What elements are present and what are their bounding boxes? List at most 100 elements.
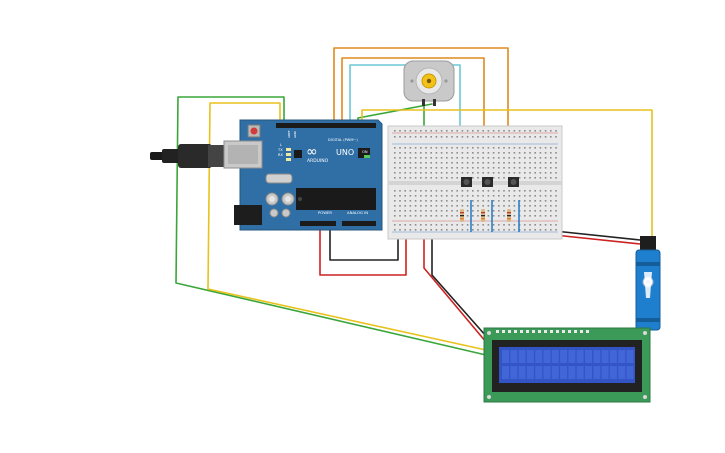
power-header[interactable] bbox=[300, 221, 336, 226]
breadboard-hole bbox=[539, 172, 542, 174]
breadboard-hole bbox=[430, 215, 432, 217]
breadboard-hole bbox=[492, 215, 495, 217]
breadboard-hole bbox=[461, 195, 464, 197]
breadboard-hole bbox=[498, 152, 500, 154]
breadboard-hole bbox=[430, 162, 432, 164]
breadboard-hole bbox=[508, 200, 510, 202]
pushbutton-3[interactable] bbox=[508, 177, 519, 187]
breadboard-hole bbox=[451, 210, 453, 212]
lcd-pin-header bbox=[496, 330, 589, 333]
breadboard-hole bbox=[472, 147, 474, 149]
dc-jack[interactable] bbox=[234, 205, 262, 225]
breadboard-hole bbox=[420, 224, 422, 226]
digital-header[interactable] bbox=[276, 123, 376, 128]
arduino-uno-board[interactable]: ∞ ARDUINO UNO DIGITAL (PWM~) POWER ANALO… bbox=[150, 119, 383, 231]
breadboard-hole bbox=[414, 229, 417, 231]
breadboard-hole bbox=[404, 215, 406, 217]
breadboard-hole bbox=[430, 210, 432, 212]
lcd-cell bbox=[568, 350, 576, 363]
resistor-1[interactable] bbox=[460, 209, 464, 222]
pushbutton-icon bbox=[484, 179, 491, 185]
breadboard-hole bbox=[534, 152, 536, 154]
breadboard-hole bbox=[487, 205, 490, 207]
breadboard-hole bbox=[529, 200, 531, 202]
breadboard-hole bbox=[477, 210, 479, 212]
breadboard-hole bbox=[539, 177, 542, 179]
breadboard-hole bbox=[534, 157, 536, 159]
breadboard-hole bbox=[404, 210, 406, 212]
servo-motor[interactable] bbox=[635, 236, 661, 331]
breadboard-hole bbox=[461, 162, 464, 164]
breadboard-hole bbox=[420, 152, 422, 154]
breadboard-hole bbox=[466, 190, 469, 192]
lcd-cell bbox=[518, 366, 526, 379]
breadboard-hole bbox=[451, 200, 453, 202]
dc-motor[interactable] bbox=[403, 60, 455, 106]
breadboard-hole bbox=[414, 205, 417, 207]
breadboard-hole bbox=[482, 152, 484, 154]
breadboard-hole bbox=[539, 210, 542, 212]
lcd-display[interactable] bbox=[483, 327, 651, 403]
breadboard-hole bbox=[440, 136, 443, 138]
breadboard-hole bbox=[550, 210, 552, 212]
lcd-cell bbox=[543, 366, 551, 379]
breadboard-hole bbox=[524, 200, 526, 202]
breadboard[interactable] bbox=[387, 125, 563, 240]
resistor-3[interactable] bbox=[507, 209, 511, 222]
breadboard-hole bbox=[472, 130, 474, 132]
breadboard-hole bbox=[482, 172, 484, 174]
lcd-pin bbox=[502, 330, 505, 333]
breadboard-hole bbox=[498, 200, 500, 202]
breadboard-hole bbox=[534, 195, 536, 197]
breadboard-hole bbox=[550, 200, 552, 202]
pushbutton-2[interactable] bbox=[482, 177, 493, 187]
breadboard-hole bbox=[409, 147, 412, 149]
breadboard-hole bbox=[539, 195, 542, 197]
breadboard-hole bbox=[477, 147, 479, 149]
breadboard-hole bbox=[550, 167, 552, 169]
breadboard-hole bbox=[534, 177, 536, 179]
breadboard-hole bbox=[534, 190, 536, 192]
lcd-cell bbox=[526, 366, 534, 379]
breadboard-hole bbox=[518, 177, 521, 179]
breadboard-hole bbox=[414, 210, 417, 212]
breadboard-hole bbox=[534, 200, 536, 202]
breadboard-hole bbox=[477, 157, 479, 159]
breadboard-hole bbox=[414, 224, 417, 226]
breadboard-hole bbox=[409, 200, 412, 202]
breadboard-hole bbox=[482, 190, 484, 192]
breadboard-hole bbox=[430, 157, 432, 159]
breadboard-hole bbox=[472, 224, 474, 226]
breadboard-hole bbox=[534, 215, 536, 217]
breadboard-hole bbox=[477, 172, 479, 174]
breadboard-hole bbox=[482, 195, 484, 197]
breadboard-hole bbox=[394, 130, 396, 132]
breadboard-hole bbox=[420, 147, 422, 149]
breadboard-hole bbox=[466, 215, 469, 217]
breadboard-hole bbox=[466, 200, 469, 202]
breadboard-hole bbox=[555, 200, 557, 202]
breadboard-hole bbox=[550, 205, 552, 207]
breadboard-hole bbox=[492, 205, 495, 207]
breadboard-hole bbox=[399, 172, 401, 174]
breadboard-hole bbox=[399, 190, 401, 192]
breadboard-hole bbox=[394, 167, 396, 169]
resistor-2[interactable] bbox=[481, 209, 485, 222]
breadboard-hole bbox=[487, 195, 490, 197]
breadboard-hole bbox=[446, 157, 448, 159]
breadboard-hole bbox=[487, 136, 490, 138]
breadboard-hole bbox=[503, 172, 505, 174]
breadboard-hole bbox=[492, 195, 495, 197]
analog-header[interactable] bbox=[342, 221, 376, 226]
breadboard-hole bbox=[524, 205, 526, 207]
breadboard-hole bbox=[446, 130, 448, 132]
breadboard-hole bbox=[420, 177, 422, 179]
breadboard-hole bbox=[456, 162, 458, 164]
lcd-cell bbox=[609, 366, 617, 379]
breadboard-hole bbox=[513, 190, 516, 192]
breadboard-hole bbox=[414, 215, 417, 217]
breadboard-hole bbox=[461, 224, 464, 226]
breadboard-hole bbox=[435, 167, 438, 169]
breadboard-hole bbox=[435, 157, 438, 159]
pushbutton-1[interactable] bbox=[461, 177, 472, 187]
